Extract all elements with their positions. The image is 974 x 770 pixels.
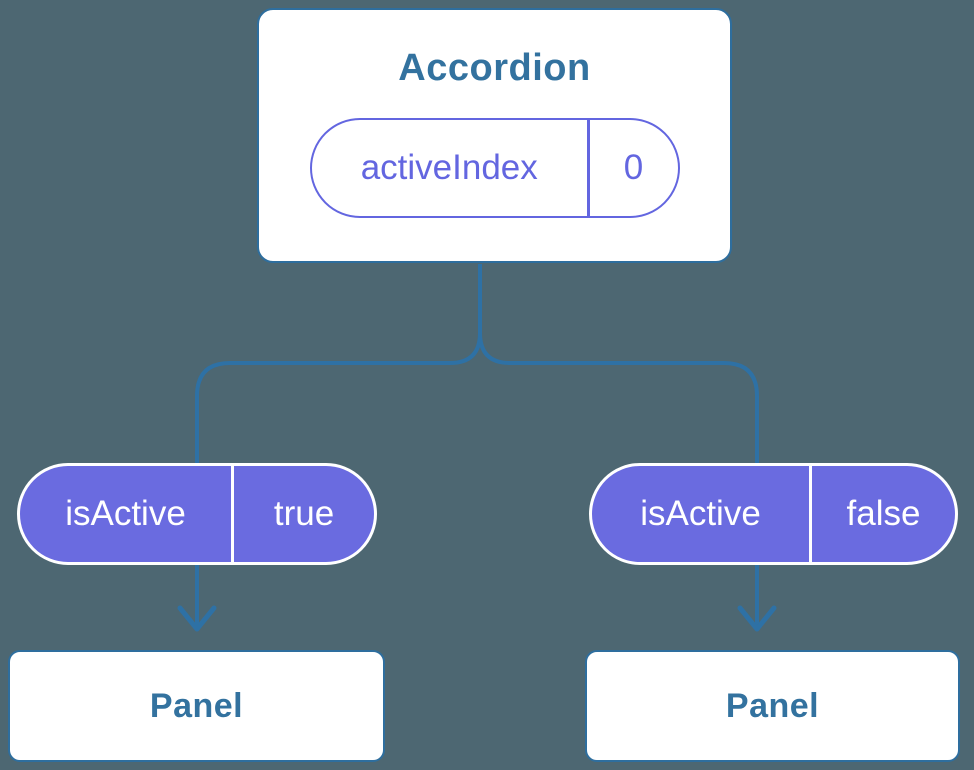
prop-pill-right: isActive false xyxy=(589,463,958,565)
state-name: activeIndex xyxy=(360,148,538,187)
prop-name: isActive xyxy=(640,494,761,533)
panel-label: Panel xyxy=(725,686,820,725)
pill-divider xyxy=(231,466,234,562)
panel-node-right: Panel xyxy=(585,650,960,762)
accordion-node: Accordion activeIndex 0 xyxy=(257,8,732,263)
prop-value: true xyxy=(273,494,335,533)
arrow-down-icon xyxy=(737,605,777,632)
pill-divider xyxy=(809,466,812,562)
prop-name: isActive xyxy=(65,494,186,533)
prop-value: false xyxy=(846,494,921,533)
accordion-title: Accordion xyxy=(398,47,591,89)
state-value: 0 xyxy=(623,148,644,187)
connector-right-branch xyxy=(478,264,759,628)
prop-pill-left: isActive true xyxy=(17,463,377,565)
arrow-down-icon xyxy=(177,605,217,632)
connector-left-branch xyxy=(195,264,482,628)
state-pill: activeIndex 0 xyxy=(309,118,680,218)
pill-divider xyxy=(587,120,590,216)
panel-node-left: Panel xyxy=(8,650,385,762)
panel-label: Panel xyxy=(149,686,244,725)
